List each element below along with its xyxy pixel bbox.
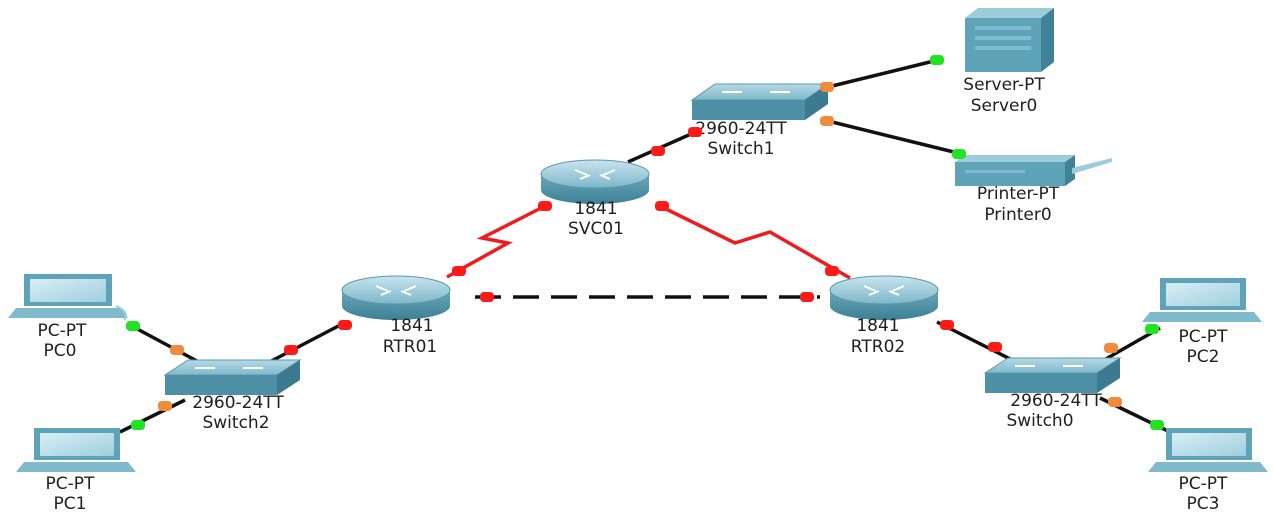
switch2-name-label: Switch2	[202, 413, 269, 433]
router-icon	[540, 159, 650, 204]
switch1-model-label: 2960-24TT	[695, 119, 787, 139]
port-indicator-switch0-pc2	[1104, 343, 1118, 353]
device-server0[interactable]: Server-PT Server0	[963, 8, 1054, 116]
link-svc01-switch1[interactable]	[627, 128, 701, 164]
pc-icon	[1148, 428, 1268, 472]
switch0-model-label: 2960-24TT	[1010, 391, 1102, 411]
port-indicator-pc3	[1150, 420, 1164, 430]
device-pc1[interactable]: PC-PT PC1	[16, 428, 136, 514]
device-rtr02[interactable]: 1841 RTR02	[829, 275, 939, 357]
port-indicator-printer0	[952, 149, 966, 159]
rtr01-name-label: RTR01	[383, 337, 437, 357]
link-switch1-printer0[interactable]	[827, 119, 963, 156]
port-indicator-rtr01-switch2	[338, 320, 352, 330]
link-switch2-pc1[interactable]	[119, 398, 186, 434]
device-switch1[interactable]: 2960-24TT Switch1	[690, 83, 830, 159]
pc3-model-label: PC-PT	[1179, 474, 1229, 494]
device-switch0[interactable]: 2960-24TT Switch0	[983, 357, 1122, 431]
switch0-name-label: Switch0	[1006, 411, 1073, 431]
port-indicator-pc0	[126, 321, 140, 331]
pc0-name-label: PC0	[44, 341, 77, 361]
router-icon	[829, 275, 939, 320]
printer0-model-label: Printer-PT	[977, 184, 1060, 204]
pc-icon	[1142, 278, 1262, 322]
device-rtr01[interactable]: 1841 RTR01	[341, 275, 451, 357]
pc3-name-label: PC3	[1187, 494, 1220, 514]
server-icon	[965, 8, 1054, 72]
router-icon	[341, 275, 451, 320]
switch2-model-label: 2960-24TT	[192, 393, 284, 413]
switch-icon	[983, 357, 1122, 393]
port-indicator-rtr01-rtr02	[480, 292, 494, 302]
port-indicator-rtr02-svc01	[825, 266, 839, 276]
port-indicator-rtr01-svc01	[452, 266, 466, 276]
port-indicator-rtr02-rtr01	[800, 292, 814, 302]
port-indicator-server0	[930, 55, 944, 65]
port-indicator-switch1-server0	[820, 82, 834, 92]
printer-icon	[955, 155, 1112, 186]
port-indicator-svc01-switch1	[651, 146, 665, 156]
port-indicator-switch2-rtr01	[284, 345, 298, 355]
pc1-name-label: PC1	[54, 494, 87, 514]
port-indicator-switch2-pc0	[170, 345, 184, 355]
device-pc3[interactable]: PC-PT PC3	[1148, 428, 1268, 514]
link-switch1-server0[interactable]	[827, 58, 939, 89]
pc2-model-label: PC-PT	[1179, 327, 1229, 347]
rtr02-model-label: 1841	[856, 316, 899, 336]
svc01-name-label: SVC01	[568, 219, 624, 239]
pc1-model-label: PC-PT	[46, 474, 96, 494]
svc01-model-label: 1841	[574, 199, 617, 219]
port-indicator-switch0-pc3	[1108, 397, 1122, 407]
link-svc01-rtr01[interactable]	[446, 204, 546, 279]
device-pc2[interactable]: PC-PT PC2	[1142, 278, 1262, 367]
device-pc0[interactable]: PC-PT PC0	[8, 274, 128, 361]
port-indicator-switch1-printer0	[820, 116, 834, 126]
port-indicator-pc1	[131, 420, 145, 430]
link-svc01-rtr02[interactable]	[659, 204, 851, 280]
printer0-name-label: Printer0	[984, 205, 1051, 225]
port-indicator-switch0-rtr02	[988, 342, 1002, 352]
rtr01-model-label: 1841	[390, 316, 433, 336]
pc0-model-label: PC-PT	[38, 321, 88, 341]
port-indicator-svc01-rtr01	[538, 201, 552, 211]
port-indicator-rtr02-switch0	[940, 320, 954, 330]
switch-icon	[163, 359, 302, 395]
port-indicators	[126, 55, 1164, 430]
device-svc01[interactable]: 1841 SVC01	[540, 159, 650, 239]
switch1-name-label: Switch1	[707, 139, 774, 159]
device-switch2[interactable]: 2960-24TT Switch2	[163, 359, 302, 433]
port-indicator-switch1-svc01	[688, 127, 702, 137]
pc-icon	[8, 274, 128, 321]
switch-icon	[690, 83, 830, 120]
pc2-name-label: PC2	[1187, 347, 1220, 367]
server0-name-label: Server0	[971, 96, 1038, 116]
port-indicator-switch2-pc1	[158, 401, 172, 411]
port-indicator-svc01-rtr02	[655, 201, 669, 211]
pc-icon	[16, 428, 136, 472]
rtr02-name-label: RTR02	[851, 337, 905, 357]
port-indicator-pc2	[1145, 324, 1159, 334]
server0-model-label: Server-PT	[963, 75, 1045, 95]
device-printer0[interactable]: Printer-PT Printer0	[955, 155, 1112, 225]
